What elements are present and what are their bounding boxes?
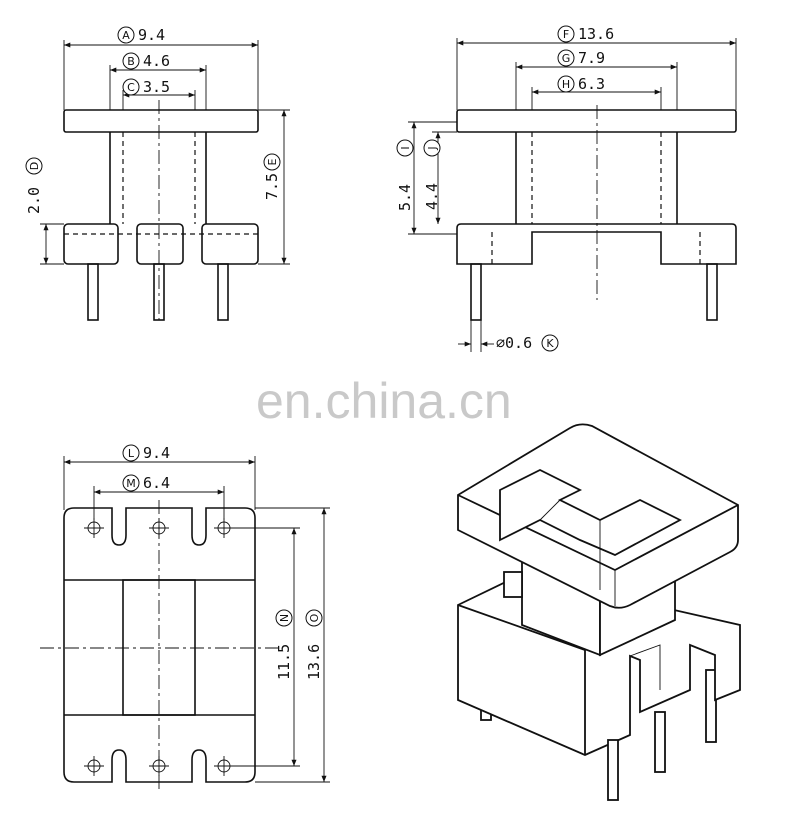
svg-text:⌀0.6: ⌀0.6 [496, 334, 532, 352]
isometric-bobbin-illustration [457, 423, 741, 801]
svg-text:9.4: 9.4 [143, 444, 170, 462]
svg-text:13.6: 13.6 [305, 644, 323, 680]
dim-e-label: 7.5 E [263, 153, 281, 200]
svg-text:I: I [399, 146, 412, 149]
svg-text:M: M [126, 477, 136, 490]
svg-text:11.5: 11.5 [275, 644, 293, 680]
bottom-view: L 9.4 M 6.4 [40, 444, 330, 790]
front-view: A 9.4 B 4.6 C 3.5 [25, 26, 290, 321]
svg-text:G: G [562, 52, 571, 65]
dim-j-label: 4.4 J [423, 139, 441, 210]
dim-c-label: C 3.5 [122, 78, 170, 96]
dim-m-label: M 6.4 [122, 474, 170, 492]
svg-text:L: L [128, 447, 135, 460]
svg-text:A: A [122, 29, 130, 42]
svg-text:3.5: 3.5 [143, 78, 170, 96]
svg-text:N: N [278, 614, 291, 622]
svg-text:F: F [563, 28, 569, 41]
svg-text:E: E [266, 158, 279, 165]
svg-text:5.4: 5.4 [396, 184, 414, 211]
svg-text:B: B [127, 55, 135, 68]
dim-h-label: H 6.3 [557, 75, 605, 93]
svg-text:D: D [28, 162, 41, 170]
dim-l-label: L 9.4 [122, 444, 170, 462]
svg-text:7.9: 7.9 [578, 49, 605, 67]
svg-text:K: K [546, 337, 554, 350]
dim-b-label: B 4.6 [122, 52, 170, 70]
watermark-text: en.china.cn [256, 373, 512, 429]
svg-text:6.4: 6.4 [143, 474, 170, 492]
dim-n-label: 11.5 N [275, 609, 293, 680]
svg-text:9.4: 9.4 [138, 26, 165, 44]
svg-text:4.4: 4.4 [423, 183, 441, 210]
dim-i-label: 5.4 I [396, 139, 414, 211]
dim-o-label: 13.6 O [305, 609, 323, 680]
svg-text:2.0: 2.0 [25, 187, 43, 214]
svg-text:H: H [562, 78, 570, 91]
dim-d-label: 2.0 D [25, 157, 43, 214]
svg-text:7.5: 7.5 [263, 173, 281, 200]
svg-text:13.6: 13.6 [578, 25, 614, 43]
dim-a-label: A 9.4 [117, 26, 165, 44]
svg-text:4.6: 4.6 [143, 52, 170, 70]
dim-f-label: F 13.6 [557, 25, 614, 43]
dim-k-label: ⌀0.6 K [496, 334, 559, 352]
dim-g-label: G 7.9 [557, 49, 605, 67]
svg-text:J: J [426, 146, 439, 150]
svg-text:6.3: 6.3 [578, 75, 605, 93]
svg-text:O: O [308, 613, 321, 622]
svg-text:C: C [127, 81, 135, 94]
side-view: F 13.6 G 7.9 H 6.3 [396, 25, 737, 352]
